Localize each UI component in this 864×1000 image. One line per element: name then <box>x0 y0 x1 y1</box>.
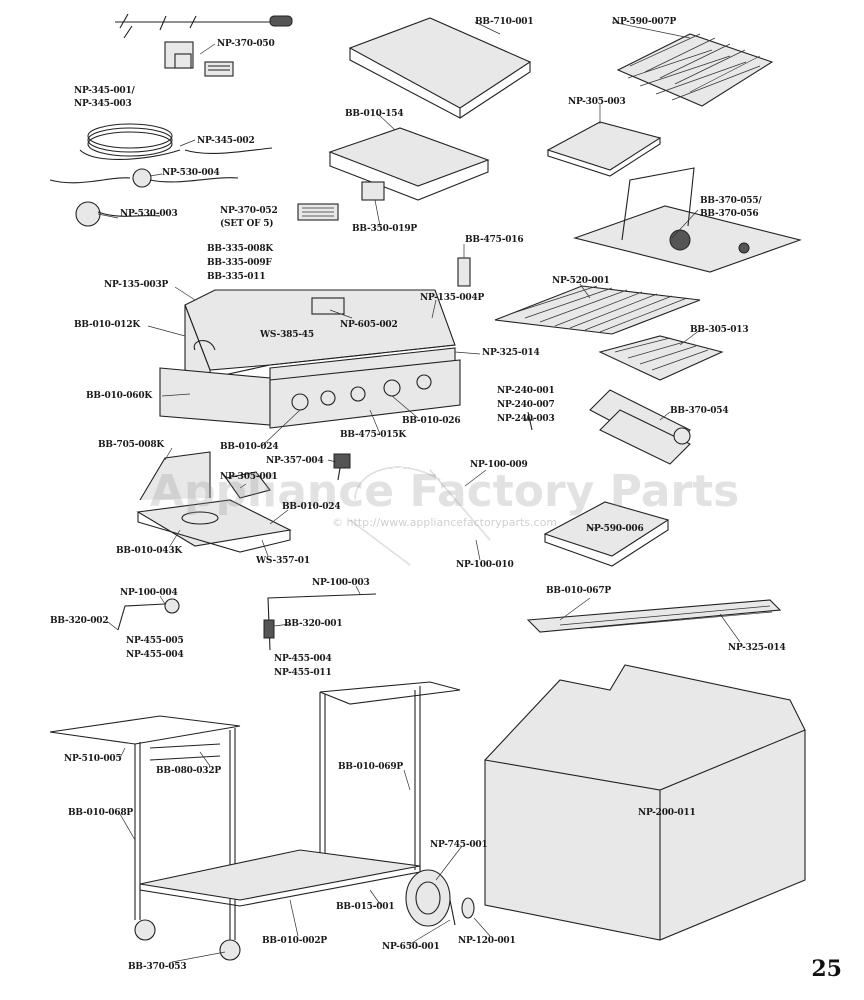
part-label: BB-305-013 <box>690 325 749 335</box>
part-label: NP-345-002 <box>197 136 255 146</box>
part-label: BB-320-002 <box>50 616 109 626</box>
grill-cover-illustration <box>484 664 806 941</box>
part-label: BB-370-056 <box>700 209 759 219</box>
part-label: NP-455-005 <box>126 636 184 646</box>
bolt-illustration <box>449 899 456 926</box>
part-label: BB-320-001 <box>284 619 343 629</box>
part-label: NP-455-004 <box>126 650 184 660</box>
part-label: BB-010-026 <box>402 416 461 426</box>
part-label: BB-705-008K <box>98 440 165 450</box>
part-label: NP-650-001 <box>382 942 440 952</box>
part-label: BB-010-154 <box>345 109 404 119</box>
part-label: NP-370-050 <box>217 39 275 49</box>
part-label: WS-357-01 <box>256 556 310 566</box>
part-label: NP-357-004 <box>266 456 324 466</box>
part-label: NP-345-003 <box>74 99 132 109</box>
hose-regulator-illustration <box>49 123 273 227</box>
part-label: NP-100-009 <box>470 460 528 470</box>
part-label: NP-590-006 <box>586 524 644 534</box>
grill-head-illustration <box>159 289 461 429</box>
part-label: BB-015-001 <box>336 902 395 912</box>
part-label: BB-335-008K <box>207 244 274 254</box>
part-label: NP-100-003 <box>312 578 370 588</box>
part-label: NP-135-003P <box>104 280 169 290</box>
part-label: WS-385-45 <box>260 330 314 340</box>
part-label: BB-080-032P <box>156 766 221 776</box>
part-label: NP-510-005 <box>64 754 122 764</box>
part-label: NP-370-052 <box>220 206 278 216</box>
part-label: (SET OF 5) <box>220 219 274 229</box>
part-label: NP-240-003 <box>497 414 555 424</box>
burners-illustration <box>349 466 491 566</box>
part-label: BB-010-002P <box>262 936 327 946</box>
part-label: NP-325-014 <box>482 348 540 358</box>
part-label: NP-590-007P <box>612 17 677 27</box>
part-label: BB-010-012K <box>74 320 141 330</box>
page-number: 25 <box>811 956 842 982</box>
briquettes-illustration <box>297 203 339 221</box>
watermark-url: © http://www.appliancefactoryparts.com <box>332 516 558 529</box>
part-label: BB-475-016 <box>465 235 524 245</box>
part-label: NP-455-004 <box>274 654 332 664</box>
part-label: BB-350-019P <box>352 224 417 234</box>
part-label: NP-530-003 <box>120 209 178 219</box>
part-label: NP-530-004 <box>162 168 220 178</box>
part-label: BB-335-011 <box>207 272 266 282</box>
drip-pan-illustration <box>543 501 670 567</box>
cooking-grate-illustration <box>494 285 701 335</box>
part-label: BB-010-069P <box>338 762 403 772</box>
part-label: BB-370-054 <box>670 406 729 416</box>
grease-tray-illustration <box>348 17 532 119</box>
part-label: NP-520-001 <box>552 276 610 286</box>
flame-tamer-illustration <box>598 335 724 381</box>
igniter-illustration <box>524 411 534 431</box>
side-burner-illustration <box>573 167 802 273</box>
part-label: NP-455-011 <box>274 668 332 678</box>
part-label: NP-135-004P <box>420 293 485 303</box>
cart-illustration <box>49 681 461 961</box>
part-label: BB-475-015K <box>340 430 407 440</box>
griddle-pan-illustration <box>328 127 490 201</box>
rotisserie-kit-illustration <box>115 13 293 77</box>
part-label: BB-370-055/ <box>700 196 762 206</box>
part-label: NP-605-002 <box>340 320 398 330</box>
part-label: NP-325-014 <box>728 643 786 653</box>
valve-illustration <box>333 453 351 481</box>
part-label: NP-745-001 <box>430 840 488 850</box>
part-label: BB-370-053 <box>128 962 187 972</box>
part-label: NP-100-010 <box>456 560 514 570</box>
leader-lines <box>97 21 741 963</box>
part-label: BB-010-060K <box>86 391 153 401</box>
part-label: NP-305-003 <box>568 97 626 107</box>
bracket-illustration <box>457 257 471 287</box>
part-label: NP-240-007 <box>497 400 555 410</box>
part-label: NP-200-011 <box>638 808 696 818</box>
part-label: BB-010-067P <box>546 586 611 596</box>
heat-plates-illustration <box>589 389 691 465</box>
part-label: BB-010-043K <box>116 546 183 556</box>
back-rail-illustration <box>526 599 782 633</box>
side-shelf-illustration <box>136 451 292 553</box>
part-label: NP-100-004 <box>120 588 178 598</box>
part-label: BB-010-024 <box>220 442 279 452</box>
watermark-brand: Appliance Factory Parts <box>150 466 740 517</box>
part-label: NP-345-001/ <box>74 86 135 96</box>
manifold-illustration <box>117 593 377 651</box>
part-label: NP-240-001 <box>497 386 555 396</box>
part-label: BB-010-024 <box>282 502 341 512</box>
side-burner-lid-illustration <box>546 121 662 177</box>
part-label: NP-305-001 <box>220 472 278 482</box>
part-label: NP-120-001 <box>458 936 516 946</box>
warming-rack-illustration <box>616 33 774 107</box>
part-label: BB-710-001 <box>475 17 534 27</box>
part-label: BB-010-068P <box>68 808 133 818</box>
part-label: BB-335-009F <box>207 258 272 268</box>
knob-illustration <box>461 897 475 919</box>
